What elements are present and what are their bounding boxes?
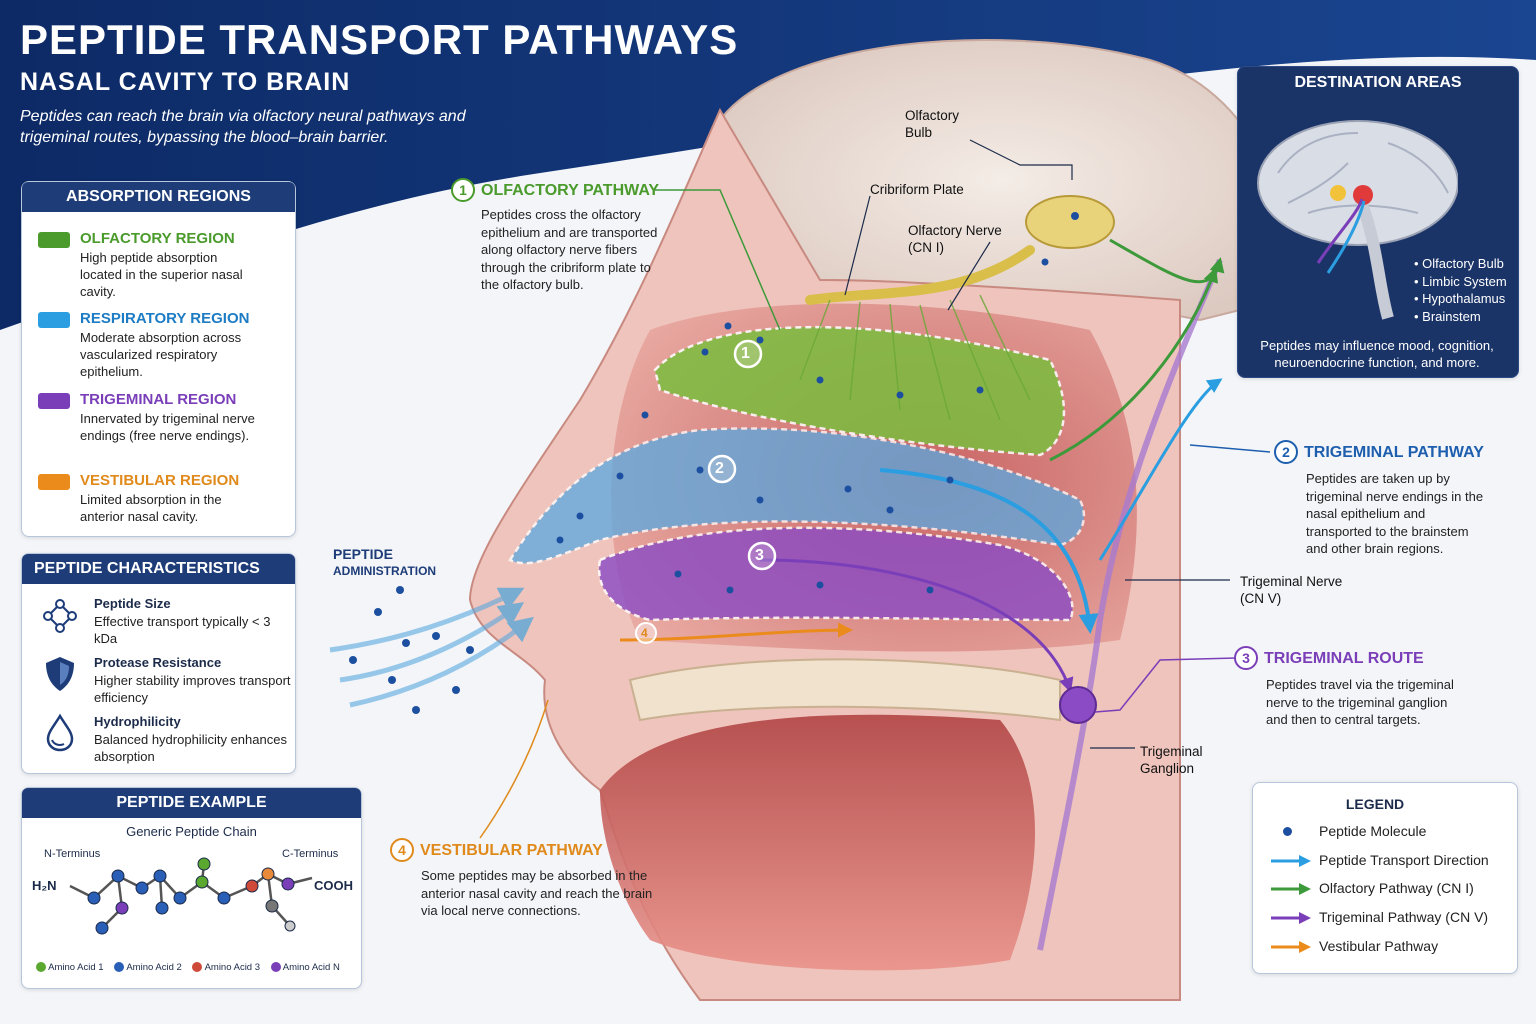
- vestibular-pathway-callout: 4 VESTIBULAR PATHWAY Some peptides may be…: [390, 838, 660, 920]
- destination-brainstem: • Brainstem: [1414, 308, 1481, 324]
- destination-hypothalamus: • Hypothalamus: [1414, 291, 1506, 306]
- example-title: PEPTIDE EXAMPLE: [22, 788, 361, 818]
- vestibular-pathway-title: 4 VESTIBULAR PATHWAY: [390, 838, 660, 862]
- absorption-regions-title: ABSORPTION REGIONS: [22, 182, 295, 212]
- region-olfactory-title: OLFACTORY REGION: [80, 230, 235, 247]
- n-terminus-label: N-Terminus: [44, 848, 101, 860]
- olfactory-pathway-callout: 1 OLFACTORY PATHWAY Peptides cross the ol…: [451, 178, 671, 294]
- trigeminal-route-number: 3: [1234, 646, 1258, 670]
- amino-acid-key: Amino Acid 1 Amino Acid 2 Amino Acid 3 A…: [36, 962, 340, 973]
- region-trigeminal-title: TRIGEMINAL REGION: [80, 391, 237, 408]
- trigeminal-pathway-desc: Peptides are taken up by trigeminal nerv…: [1306, 471, 1484, 556]
- olfactory-pathway-title: 1 OLFACTORY PATHWAY: [451, 178, 671, 202]
- h2n-label: H₂N: [32, 878, 57, 893]
- destination-title: DESTINATION AREAS: [1294, 74, 1462, 91]
- trigeminal-pathway-title: 2 TRIGEMINAL PATHWAY: [1274, 440, 1514, 464]
- legend-olfactory-label: Olfactory Pathway (CN I): [1319, 880, 1474, 896]
- char-size-title: Peptide Size: [94, 596, 171, 611]
- amino-acid-3-label: Amino Acid 3: [204, 962, 261, 973]
- legend-molecule-dot: [1283, 827, 1292, 836]
- administration-line1: PEPTIDE: [333, 546, 393, 562]
- destination-olfactory-bulb: • Olfactory Bulb: [1414, 256, 1504, 271]
- destination-list: • Olfactory Bulb • Limbic System • Hypot…: [1414, 255, 1507, 325]
- legend-molecule-label: Peptide Molecule: [1319, 823, 1427, 839]
- char-size-desc: Effective transport typically < 3 kDa: [94, 614, 271, 646]
- molecule-icon: [43, 599, 77, 633]
- amino-acid-3-dot: [192, 962, 203, 973]
- amino-acid-2-dot: [114, 962, 125, 973]
- cooh-label: COOH: [314, 878, 353, 893]
- trigeminal-nerve-label: Trigeminal Nerve (CN V): [1240, 574, 1343, 606]
- trigeminal-route-callout: 3 TRIGEMINAL ROUTE Peptides travel via th…: [1234, 646, 1474, 729]
- destination-limbic-system: • Limbic System: [1414, 273, 1507, 289]
- intro-text: Peptides can reach the brain via olfacto…: [20, 108, 466, 146]
- cribriform-plate-label: Cribriform Plate: [870, 182, 964, 197]
- blue-arrow-icon: [1271, 855, 1311, 867]
- olfactory-pathway-desc: Peptides cross the olfactory epithelium …: [481, 207, 658, 292]
- char-hydro-title: Hydrophilicity: [94, 714, 181, 729]
- trigeminal-pathway-title-text: TRIGEMINAL PATHWAY: [1304, 444, 1484, 461]
- destination-note: Peptides may influence mood, cognition, …: [1260, 338, 1494, 370]
- region-vestibular-desc: Limited absorption in the anterior nasal…: [80, 492, 222, 524]
- green-arrow-icon: [1271, 883, 1311, 895]
- olfactory-pathway-title-text: OLFACTORY PATHWAY: [481, 182, 660, 199]
- amino-acid-2-label: Amino Acid 2: [126, 962, 182, 973]
- region-number-1: 1: [741, 345, 750, 362]
- vestibular-pathway-title-text: VESTIBULAR PATHWAY: [420, 842, 603, 859]
- trigeminal-route-title: 3 TRIGEMINAL ROUTE: [1234, 646, 1474, 670]
- trigeminal-swatch: [38, 393, 70, 409]
- olfactory-pathway-number: 1: [451, 178, 475, 202]
- vestibular-swatch: [38, 474, 70, 490]
- region-number-4: 4: [641, 626, 648, 640]
- c-terminus-label: C-Terminus: [282, 848, 339, 860]
- page-subtitle: NASAL CAVITY TO BRAIN: [20, 68, 351, 96]
- amino-acid-1-label: Amino Acid 1: [48, 962, 104, 973]
- legend-trigeminal-label: Trigeminal Pathway (CN V): [1319, 909, 1489, 925]
- region-number-2: 2: [715, 460, 724, 477]
- peptide-example-panel: PEPTIDE EXAMPLE Generic Peptide Chain N-…: [21, 787, 362, 989]
- char-protease-title: Protease Resistance: [94, 655, 222, 670]
- trigeminal-route-title-text: TRIGEMINAL ROUTE: [1264, 650, 1424, 667]
- amino-acid-1-dot: [36, 962, 46, 973]
- peptide-chain: [69, 857, 313, 935]
- respiratory-swatch: [38, 312, 70, 328]
- characteristics-title: PEPTIDE CHARACTERISTICS: [22, 554, 295, 584]
- amino-acid-n-dot: [270, 962, 281, 973]
- vestibular-pathway-number: 4: [390, 838, 414, 862]
- administration-label: PEPTIDE ADMINISTRATION: [333, 546, 436, 578]
- absorption-regions-panel: ABSORPTION REGIONS OLFACTORY REGION High…: [21, 181, 296, 537]
- legend-transport-label: Peptide Transport Direction: [1319, 852, 1489, 868]
- region-olfactory-desc: High peptide absorption located in the s…: [80, 250, 243, 299]
- legend-title: LEGEND: [1345, 796, 1405, 812]
- region-number-3: 3: [755, 547, 764, 564]
- brain-icon: [1257, 120, 1458, 320]
- olfactory-nerve-label: Olfactory Nerve (CN I): [908, 223, 1002, 255]
- amino-acid-n-label: Amino Acid N: [282, 962, 340, 973]
- orange-arrow-icon: [1271, 941, 1311, 953]
- vestibular-pathway-desc: Some peptides may be absorbed in the ant…: [421, 868, 653, 918]
- char-hydro-desc: Balanced hydrophilicity enhances absorpt…: [94, 732, 287, 764]
- page-title: PEPTIDE TRANSPORT PATHWAYS: [20, 16, 739, 63]
- administration-line2: ADMINISTRATION: [333, 564, 437, 578]
- legend-vestibular-label: Vestibular Pathway: [1319, 938, 1439, 954]
- trigeminal-pathway-number: 2: [1274, 440, 1298, 464]
- olfactory-bulb-label: Olfactory Bulb: [905, 108, 960, 140]
- trigeminal-route-desc: Peptides travel via the trigeminal nerve…: [1266, 677, 1454, 727]
- trigeminal-ganglion-label: Trigeminal Ganglion: [1140, 744, 1203, 776]
- region-respiratory-desc: Moderate absorption across vascularized …: [80, 330, 242, 379]
- purple-arrow-icon: [1271, 912, 1311, 924]
- destination-areas-panel: DESTINATION AREAS • Olfactory Bulb • Lim…: [1237, 66, 1519, 378]
- trigeminal-pathway-callout: 2 TRIGEMINAL PATHWAY Peptides are taken u…: [1274, 440, 1514, 558]
- shield-icon: [46, 657, 74, 691]
- droplet-icon: [46, 713, 74, 752]
- char-protease-desc: Higher stability improves transport effi…: [94, 673, 291, 705]
- region-respiratory-title: RESPIRATORY REGION: [80, 310, 250, 327]
- region-vestibular-title: VESTIBULAR REGION: [80, 472, 240, 489]
- peptide-characteristics-panel: PEPTIDE CHARACTERISTICS Peptide Size Eff…: [21, 553, 296, 774]
- region-trigeminal-desc: Innervated by trigeminal nerve endings (…: [80, 411, 255, 443]
- olfactory-swatch: [38, 232, 70, 248]
- example-subtitle: Generic Peptide Chain: [126, 824, 257, 839]
- legend-panel: LEGEND Peptide Molecule Peptide Transpor…: [1252, 782, 1518, 974]
